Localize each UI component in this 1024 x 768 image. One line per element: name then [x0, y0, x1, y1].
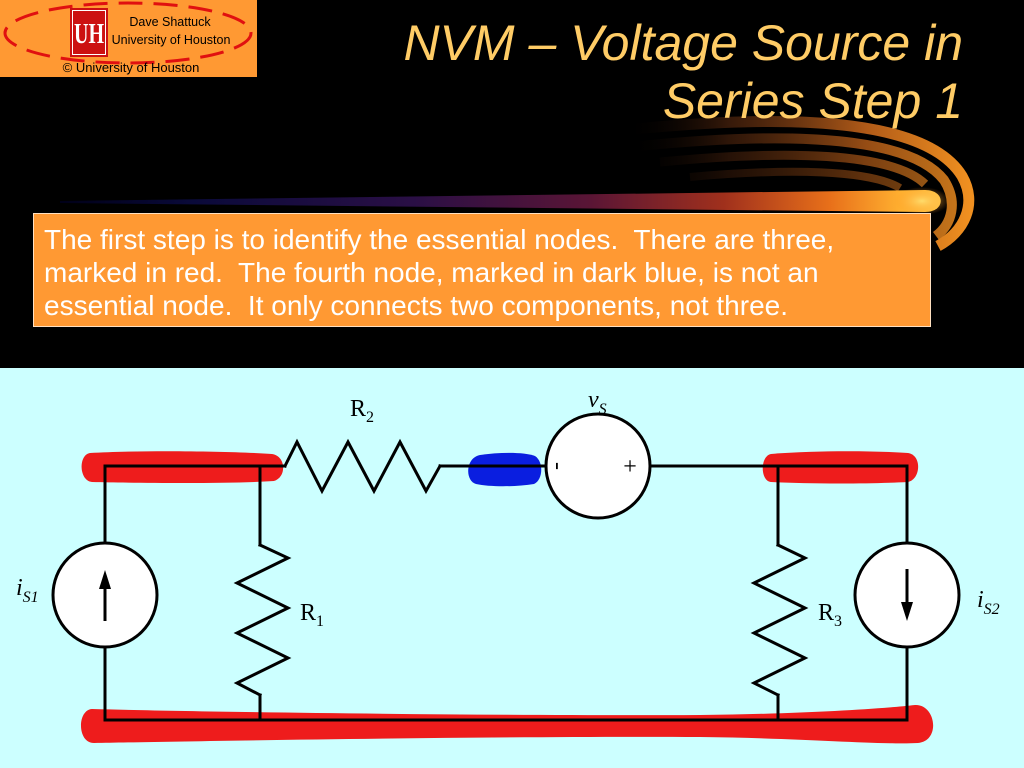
current-source-is2: iS2	[853, 541, 1000, 649]
current-source-is1-subscript: S1	[23, 589, 39, 606]
arrow-up-icon	[99, 570, 111, 589]
wires	[103, 464, 909, 722]
swoosh-bar	[60, 190, 941, 212]
uh-logo-inner-outline	[72, 10, 106, 55]
current-source-is1: iS1	[16, 541, 159, 649]
swoosh-arc	[624, 116, 975, 251]
non-essential-node-highlight	[468, 452, 542, 487]
resistor-r3-label: R3	[818, 600, 842, 630]
resistor-r3-symbol: R	[818, 600, 834, 626]
logo-graphic: UH	[3, 1, 253, 65]
slide-header-area: UH Dave Shattuck University of Houston ©…	[0, 0, 1024, 368]
slide-title-line-1: NVM – Voltage Source in	[403, 15, 963, 71]
callout-line-1: The first step is to identify the essent…	[44, 224, 835, 255]
voltage-source-minus-sign: -	[545, 462, 571, 470]
swoosh-arc	[689, 167, 903, 192]
callout-line-2: marked in red. The fourth node, marked i…	[44, 257, 819, 288]
resistor-r2-zigzag	[282, 438, 443, 495]
resistor-r2: R2	[282, 396, 443, 495]
logo-dashed-ellipse	[3, 1, 253, 65]
voltage-source-plus-sign: +	[623, 454, 637, 480]
logo-affiliation: University of Houston	[111, 33, 231, 47]
voltage-source-subscript: S	[599, 401, 607, 418]
voltage-source-circle	[544, 412, 652, 520]
resistor-r2-label: R2	[350, 396, 374, 426]
logo-author-name: Dave Shattuck	[129, 15, 211, 29]
circuit-diagram-area: R2 R1 R3 - + vS	[0, 368, 1024, 768]
resistor-r3-subscript: 3	[834, 613, 842, 630]
current-source-is2-subscript: S2	[984, 601, 1000, 618]
logo-copyright: © University of Houston	[62, 60, 200, 75]
voltage-source-label: vS	[588, 387, 607, 418]
university-logo-block: UH Dave Shattuck University of Houston ©…	[0, 0, 257, 77]
circuit-diagram: R2 R1 R3 - + vS	[16, 387, 1000, 744]
resistor-r2-subscript: 2	[366, 409, 374, 426]
uh-logo-letters: UH	[74, 19, 104, 50]
arrow-down-icon	[901, 602, 913, 621]
uh-logo-mark	[70, 8, 108, 57]
swoosh-arcs	[624, 116, 975, 251]
swoosh-arc	[659, 150, 929, 188]
node-highlights	[80, 451, 934, 744]
callout-line-3: essential node. It only connects two com…	[44, 290, 788, 321]
current-source-is1-label: iS1	[16, 575, 39, 606]
essential-node-bottom-highlight	[80, 704, 934, 744]
explanation-callout-box: The first step is to identify the essent…	[33, 213, 931, 327]
voltage-source-symbol: v	[588, 387, 599, 413]
resistor-r1-subscript: 1	[316, 613, 324, 630]
resistor-r1-symbol: R	[300, 600, 316, 626]
resistor-r3-zigzag	[750, 542, 809, 698]
decorative-swoosh	[60, 116, 975, 251]
swoosh-arc	[639, 133, 957, 240]
resistor-r1-zigzag	[233, 543, 292, 698]
resistor-r3: R3	[750, 542, 842, 698]
resistor-r1: R1	[233, 543, 324, 698]
current-source-is2-symbol: i	[977, 587, 984, 613]
resistor-r1-label: R1	[300, 600, 324, 630]
current-source-is1-symbol: i	[16, 575, 23, 601]
slide-title-line-2: Series Step 1	[662, 73, 963, 129]
slide-title: NVM – Voltage Source in Series Step 1	[263, 14, 963, 130]
current-source-is2-label: iS2	[977, 587, 1000, 618]
resistor-r2-symbol: R	[350, 396, 366, 422]
voltage-source: - + vS	[544, 387, 652, 520]
swoosh-glow	[894, 187, 950, 215]
